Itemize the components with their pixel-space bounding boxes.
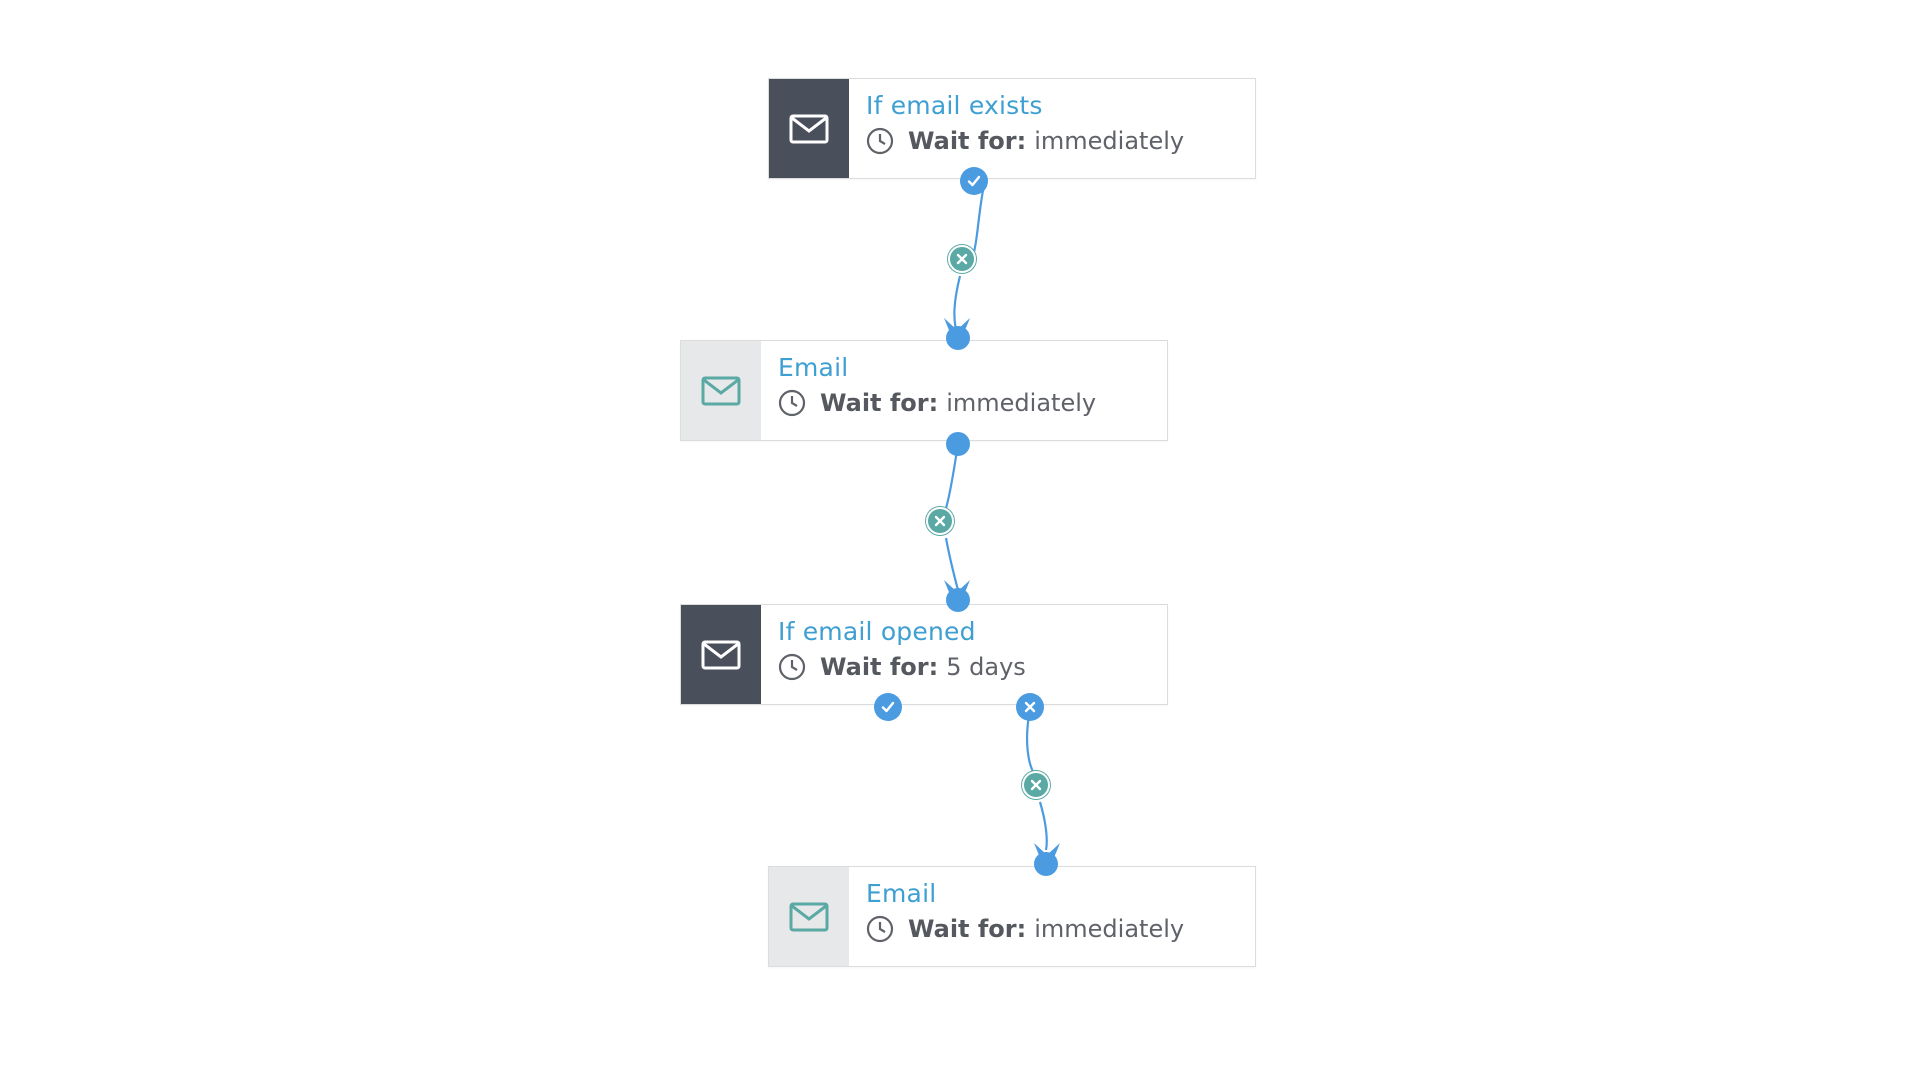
envelope-icon: [701, 376, 741, 405]
node-wait-row: Wait for: 5 days: [778, 653, 1026, 681]
node-title: Email: [866, 879, 937, 908]
node-icon-box: [769, 867, 849, 966]
yes-output-port[interactable]: [960, 167, 988, 195]
node-icon-box: [681, 605, 761, 704]
workflow-node-if-email-opened[interactable]: If email opened Wait for: 5 days: [680, 604, 1168, 705]
node-icon-box: [681, 341, 761, 440]
clock-icon: [866, 915, 894, 943]
no-output-port[interactable]: [1016, 693, 1044, 721]
workflow-node-email-1[interactable]: Email Wait for: immediately: [680, 340, 1168, 441]
close-icon: [1024, 701, 1036, 713]
clock-icon: [866, 127, 894, 155]
wait-value: immediately: [1034, 127, 1185, 155]
yes-output-port[interactable]: [874, 693, 902, 721]
delete-connection-button[interactable]: [926, 507, 954, 535]
close-icon: [934, 515, 946, 527]
input-port[interactable]: [946, 326, 970, 350]
delete-connection-button[interactable]: [1022, 771, 1050, 799]
wait-label: Wait for:: [820, 653, 939, 681]
envelope-icon: [789, 114, 829, 143]
envelope-icon: [789, 902, 829, 931]
close-icon: [956, 253, 968, 265]
wait-value: 5 days: [946, 653, 1026, 681]
output-port[interactable]: [946, 432, 970, 456]
input-port[interactable]: [946, 588, 970, 612]
node-wait-row: Wait for: immediately: [778, 389, 1096, 417]
node-title: If email exists: [866, 91, 1043, 120]
envelope-icon: [701, 640, 741, 669]
workflow-node-email-2[interactable]: Email Wait for: immediately: [768, 866, 1256, 967]
wait-value: immediately: [946, 389, 1097, 417]
clock-icon: [778, 389, 806, 417]
check-icon: [881, 701, 895, 713]
workflow-node-if-email-exists[interactable]: If email exists Wait for: immediately: [768, 78, 1256, 179]
wait-label: Wait for:: [908, 915, 1027, 943]
input-port[interactable]: [1034, 852, 1058, 876]
node-icon-box: [769, 79, 849, 178]
node-title: If email opened: [778, 617, 976, 646]
close-icon: [1030, 779, 1042, 791]
clock-icon: [778, 653, 806, 681]
wait-label: Wait for:: [820, 389, 939, 417]
node-wait-row: Wait for: immediately: [866, 915, 1184, 943]
delete-connection-button[interactable]: [948, 245, 976, 273]
wait-value: immediately: [1034, 915, 1185, 943]
node-wait-row: Wait for: immediately: [866, 127, 1184, 155]
node-title: Email: [778, 353, 849, 382]
wait-label: Wait for:: [908, 127, 1027, 155]
check-icon: [967, 175, 981, 187]
